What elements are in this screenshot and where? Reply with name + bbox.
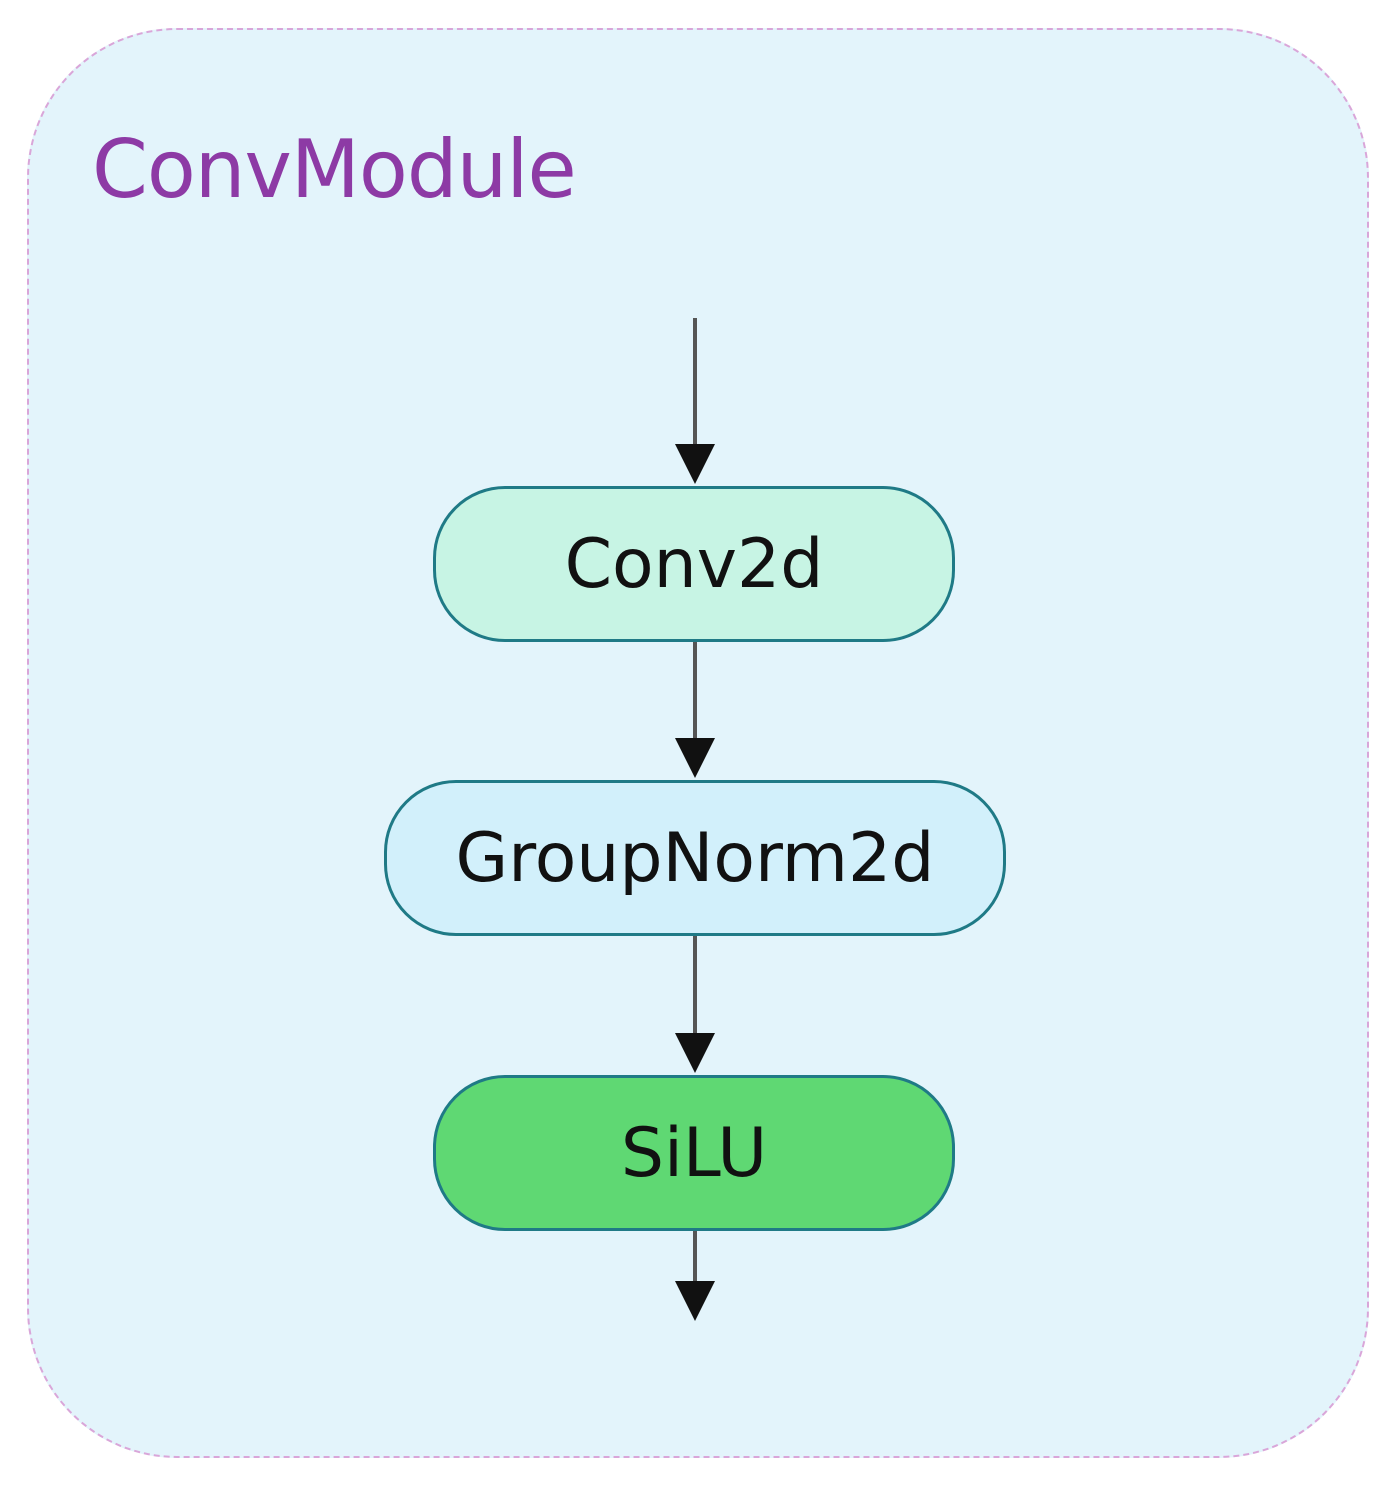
- module-title: ConvModule: [92, 123, 577, 216]
- conv-module-container: [27, 28, 1369, 1458]
- groupnorm2d-node: GroupNorm2d: [384, 780, 1006, 936]
- conv2d-node: Conv2d: [433, 486, 955, 642]
- silu-node: SiLU: [433, 1075, 955, 1231]
